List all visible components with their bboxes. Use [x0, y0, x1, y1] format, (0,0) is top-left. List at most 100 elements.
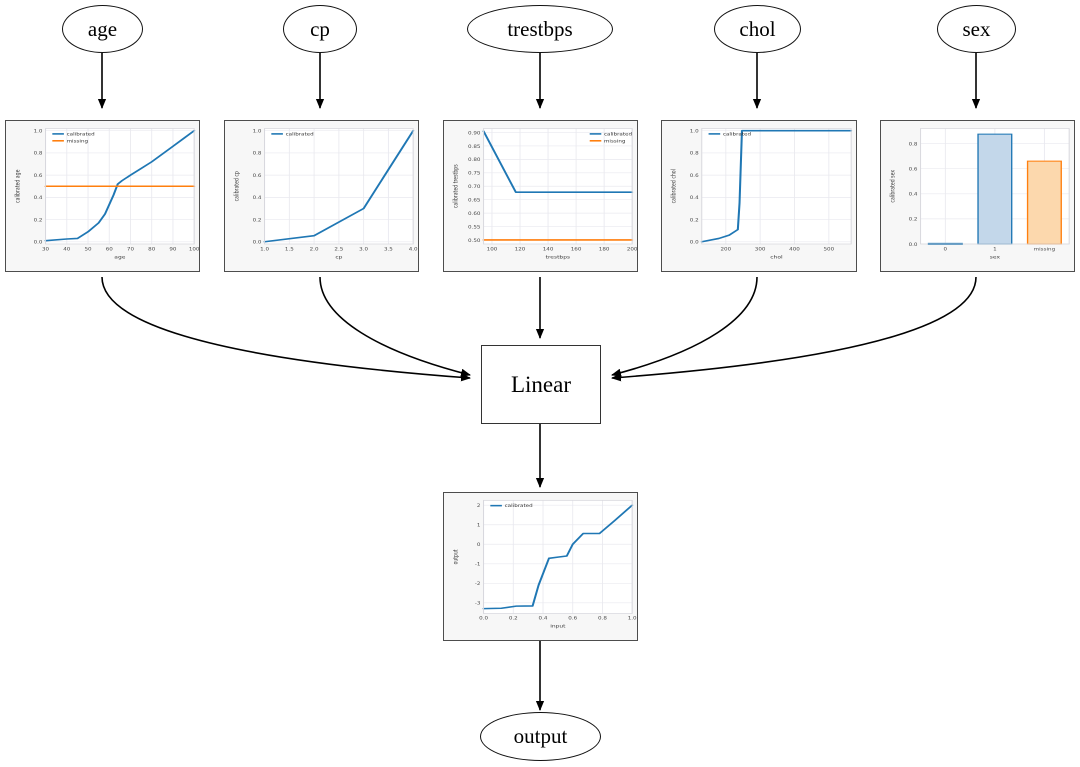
node-sex[interactable]: sex [937, 5, 1016, 53]
svg-text:30: 30 [42, 247, 49, 252]
svg-text:0.6: 0.6 [34, 173, 43, 178]
svg-text:1.0: 1.0 [690, 129, 699, 134]
node-cp[interactable]: cp [283, 5, 357, 53]
svg-text:0.4: 0.4 [690, 196, 699, 201]
node-sex-label: sex [962, 16, 991, 41]
node-output-label: output [513, 724, 568, 748]
svg-text:0.8: 0.8 [598, 616, 607, 621]
svg-text:40: 40 [63, 247, 70, 252]
svg-text:1.0: 1.0 [628, 616, 637, 621]
svg-text:-1: -1 [475, 562, 481, 567]
svg-text:-3: -3 [475, 601, 481, 606]
svg-text:0.65: 0.65 [468, 198, 480, 203]
svg-text:0.70: 0.70 [468, 185, 480, 190]
svg-text:0.0: 0.0 [909, 242, 918, 247]
svg-text:0.8: 0.8 [253, 151, 262, 156]
svg-text:calibrated chol: calibrated chol [671, 169, 678, 203]
svg-text:cp: cp [335, 255, 343, 260]
svg-text:0.2: 0.2 [909, 217, 918, 222]
svg-text:0.0: 0.0 [479, 616, 488, 621]
svg-text:0.8: 0.8 [34, 151, 43, 156]
svg-text:calibrated trestbps: calibrated trestbps [453, 164, 460, 208]
edge-cp-plot-to-linear [319, 276, 471, 377]
svg-text:0.6: 0.6 [568, 616, 577, 621]
svg-text:1.0: 1.0 [253, 129, 262, 134]
node-output[interactable]: output [480, 712, 601, 761]
node-age[interactable]: age [62, 5, 143, 53]
svg-text:1: 1 [993, 247, 997, 252]
svg-text:0.2: 0.2 [509, 616, 518, 621]
svg-text:2.0: 2.0 [310, 247, 319, 252]
svg-text:input: input [550, 624, 565, 629]
svg-text:60: 60 [106, 247, 113, 252]
svg-text:0.8: 0.8 [909, 142, 918, 147]
svg-text:3.5: 3.5 [384, 247, 393, 252]
svg-text:50: 50 [84, 247, 91, 252]
node-cp-label: cp [310, 16, 330, 41]
svg-text:calibrated: calibrated [604, 132, 632, 137]
svg-text:0.90: 0.90 [468, 131, 480, 136]
svg-text:0.6: 0.6 [690, 173, 699, 178]
svg-text:0.0: 0.0 [253, 240, 262, 245]
svg-text:0.2: 0.2 [34, 218, 43, 223]
plot-panel-trestbps[interactable]: 0.50 0.55 0.60 0.65 0.70 0.75 0.80 0.85 0.90 100 1… [443, 120, 638, 272]
svg-text:chol: chol [770, 255, 782, 260]
svg-text:100: 100 [189, 247, 199, 252]
svg-text:0.2: 0.2 [690, 218, 699, 223]
svg-text:calibrated age: calibrated age [15, 170, 22, 203]
svg-text:-2: -2 [475, 582, 481, 587]
svg-text:0.60: 0.60 [468, 211, 480, 216]
svg-text:400: 400 [789, 247, 800, 252]
svg-text:0.2: 0.2 [253, 218, 262, 223]
svg-text:calibrated: calibrated [505, 504, 533, 509]
svg-text:0.80: 0.80 [468, 158, 480, 163]
svg-text:missing: missing [604, 139, 625, 144]
svg-text:140: 140 [543, 247, 554, 252]
node-age-label: age [87, 16, 118, 41]
svg-text:sex: sex [990, 255, 1000, 260]
svg-text:0.0: 0.0 [34, 240, 43, 245]
svg-text:2: 2 [477, 504, 481, 509]
svg-text:90: 90 [169, 247, 176, 252]
svg-text:0.4: 0.4 [909, 192, 918, 197]
svg-text:70: 70 [127, 247, 134, 252]
svg-text:200: 200 [720, 247, 731, 252]
svg-text:calibrated: calibrated [286, 132, 314, 137]
svg-text:output: output [453, 549, 460, 564]
svg-text:180: 180 [599, 247, 610, 252]
svg-text:0.85: 0.85 [468, 144, 480, 149]
node-chol[interactable]: chol [714, 5, 801, 53]
svg-text:1.5: 1.5 [285, 247, 294, 252]
svg-text:0.55: 0.55 [468, 225, 480, 230]
node-trestbps[interactable]: trestbps [467, 5, 613, 53]
svg-text:missing: missing [1034, 247, 1055, 252]
svg-text:0: 0 [477, 543, 481, 548]
svg-text:0.6: 0.6 [909, 167, 918, 172]
svg-text:0.50: 0.50 [468, 238, 480, 243]
svg-text:100: 100 [487, 247, 498, 252]
svg-text:120: 120 [515, 247, 526, 252]
svg-text:0.75: 0.75 [468, 171, 480, 176]
edge-chol-plot-to-linear [611, 276, 758, 377]
node-trestbps-label: trestbps [507, 16, 573, 41]
svg-text:300: 300 [755, 247, 766, 252]
svg-text:80: 80 [148, 247, 155, 252]
svg-text:trestbps: trestbps [546, 255, 571, 260]
svg-text:2.5: 2.5 [334, 247, 343, 252]
node-linear[interactable]: Linear [481, 345, 601, 424]
svg-text:calibrated: calibrated [67, 132, 95, 137]
svg-text:age: age [114, 255, 125, 260]
svg-text:1: 1 [477, 523, 481, 528]
svg-text:1.0: 1.0 [260, 247, 269, 252]
svg-text:0.6: 0.6 [253, 173, 262, 178]
